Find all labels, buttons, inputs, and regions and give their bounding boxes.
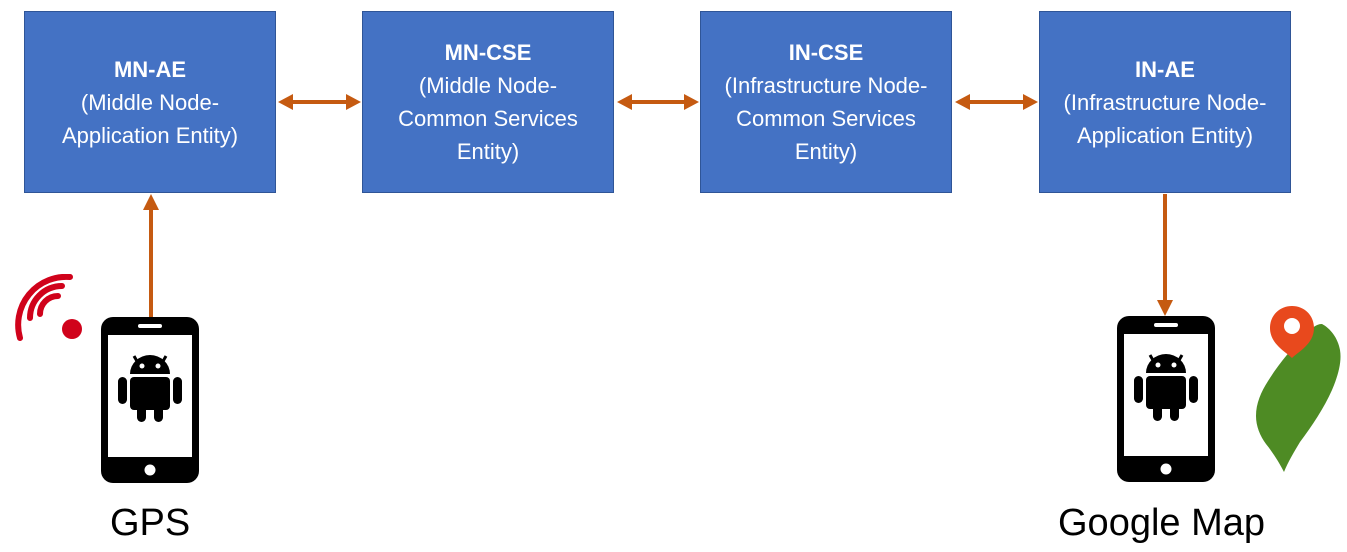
node-description: (Middle Node-Application Entity) — [61, 89, 239, 148]
node-title: IN-AE — [1135, 56, 1195, 82]
node-title: IN-CSE — [788, 40, 864, 65]
node-description: (Middle Node-Common Services Entity) — [398, 73, 578, 164]
node-description: (Infrastructure Node-Common Services Ent… — [724, 73, 928, 164]
mn-cse-node: MN-CSE (Middle Node-Common Services Enti… — [362, 11, 614, 193]
android-phone-icon — [1117, 316, 1215, 487]
arrow-incse-inae — [955, 94, 1038, 110]
mn-ae-node: MN-AE (Middle Node-Application Entity) — [24, 11, 276, 193]
google-map-caption: Google Map — [1058, 502, 1266, 544]
map-pin-taiwan-icon — [1254, 304, 1344, 479]
node-title: MN-CSE — [444, 40, 532, 65]
in-cse-node: IN-CSE (Infrastructure Node-Common Servi… — [700, 11, 952, 193]
wireless-signal-icon — [14, 273, 86, 351]
node-title: MN-AE — [113, 56, 187, 82]
arrow-mncse-incse — [617, 94, 699, 110]
arrow-gps-up — [143, 194, 159, 318]
in-ae-node: IN-AE (Infrastructure Node-Application E… — [1039, 11, 1291, 193]
arrow-mnae-mncse — [278, 94, 361, 110]
arrow-map-down — [1157, 194, 1173, 316]
node-description: (Infrastructure Node-Application Entity) — [1063, 89, 1267, 148]
gps-caption: GPS — [110, 502, 191, 544]
android-phone-icon — [101, 317, 199, 488]
